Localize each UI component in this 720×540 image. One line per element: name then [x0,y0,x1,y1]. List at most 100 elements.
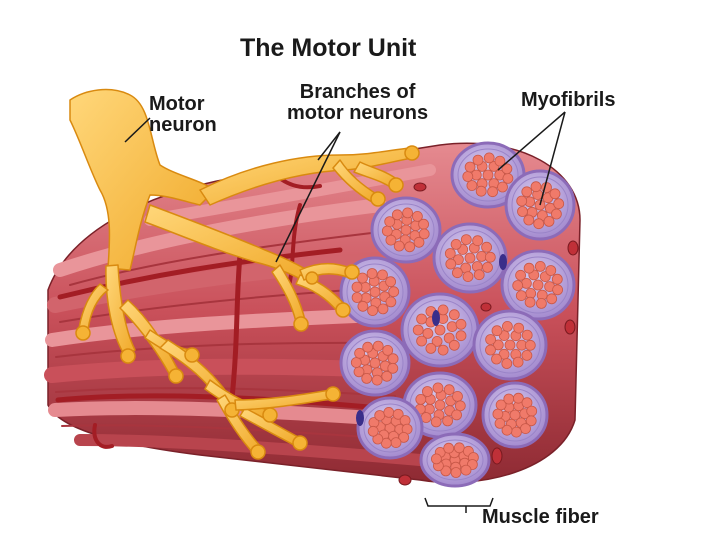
myofibril [431,335,443,347]
myofibril [432,382,444,394]
myofibril [443,442,455,454]
myofibril [385,296,397,308]
myofibril [530,181,542,193]
muscle-fiber-cross-section [356,396,424,460]
myofibril [382,344,394,356]
myofibril [400,224,412,236]
myofibril [475,185,487,197]
myofibril [552,284,563,296]
myofibril [366,268,378,279]
myofibril [453,442,465,454]
label-motor-neuron: Motor neuron [149,94,217,136]
myofibril [446,321,458,333]
myofibril [472,154,484,166]
myofibril [450,467,462,478]
myofibril [464,161,476,173]
myofibril [487,186,499,198]
myofibril [502,172,514,184]
myofibril [452,390,463,402]
label-muscle-fiber: Muscle fiber [482,506,599,528]
myofibril [549,188,561,200]
myofibril [523,262,535,274]
nucleus [432,310,440,326]
myofibril [482,261,493,273]
leader-myofibrils-1 [497,111,566,171]
muscle-fiber-cross-section [339,329,411,397]
myofibril [455,318,467,330]
myofibril [482,169,494,181]
myofibril [534,260,546,272]
myofibril [381,225,393,237]
myofibril [504,339,516,351]
myofibril [392,408,404,420]
myofibril [525,415,537,427]
myofibril [543,215,555,227]
muscle-fiber-cross-section [400,292,480,368]
myofibril [362,341,374,353]
myofibril [523,214,535,226]
myofibril [473,269,485,281]
muscle-fiber-cross-section [481,381,549,449]
myofibril [462,171,474,182]
myofibril [413,236,425,248]
myofibril [451,409,463,421]
myofibril [425,342,437,354]
myofibril [380,437,392,449]
myofibril [387,353,399,365]
myofibril [551,273,563,285]
myofibril [351,292,363,303]
leader-lines [124,111,566,513]
myofibril [512,356,524,368]
myofibril [444,248,456,259]
label-motor-neuron-line2: neuron [149,114,217,136]
myofibril [485,344,496,356]
myofibril [377,303,389,315]
myofibril [536,297,547,309]
myofibril [497,181,508,193]
myofibril [393,240,405,252]
myofibril [451,267,463,279]
myofibril [385,276,397,288]
myofibril [384,216,396,228]
myofibril [437,304,449,316]
myofibril [412,324,424,336]
myofibril [524,296,536,308]
muscle-fiber-cross-section [500,249,576,321]
myofibril [402,207,414,219]
myofibril [351,281,363,293]
myofibril [374,410,386,421]
myofibril [372,340,384,352]
myofibril [521,397,533,409]
myofibril [524,339,536,351]
fiber-cross-sections [339,141,576,488]
myofibril [494,155,506,167]
myofibril [546,293,558,305]
motor-neuron-axon [69,88,216,271]
myofibril [367,305,379,317]
myofibril [492,339,504,351]
diagram-title: The Motor Unit [240,34,417,62]
myofibril [367,425,379,437]
myofibril [443,332,455,344]
myofibril [437,344,449,356]
muscle-fiber-cross-section [419,432,491,488]
myofibril [464,252,476,264]
muscle-fiber-cross-section [472,309,548,381]
myofibril [483,152,495,164]
myofibril [422,327,434,339]
myofibril [511,426,522,438]
motor-neuron [69,88,420,460]
myofibril [450,238,462,250]
label-branches-line2: motor neurons [287,102,429,124]
myofibril [515,290,527,302]
nucleus [356,410,364,426]
myofibril [377,269,388,281]
myofibril [501,163,513,175]
myofibril [369,357,381,369]
myofibril [371,374,383,386]
myofibril [466,180,478,191]
myofibril [520,423,531,435]
myofibril [495,399,507,411]
leader-myofibrils-2 [539,111,566,206]
leader-branches-lower [275,131,341,263]
